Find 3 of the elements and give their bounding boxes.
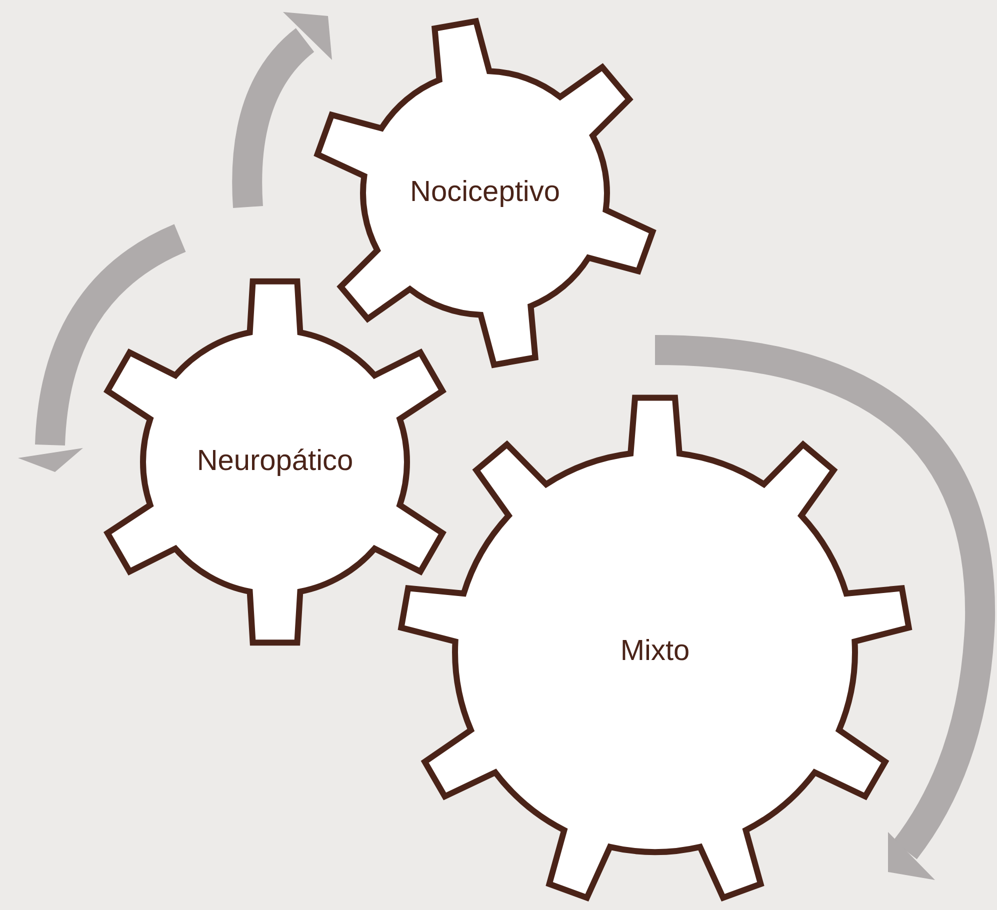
gear-label: Nociceptivo	[410, 175, 560, 210]
gear-label: Mixto	[620, 634, 690, 670]
gear-label: Neuropático	[196, 444, 354, 480]
